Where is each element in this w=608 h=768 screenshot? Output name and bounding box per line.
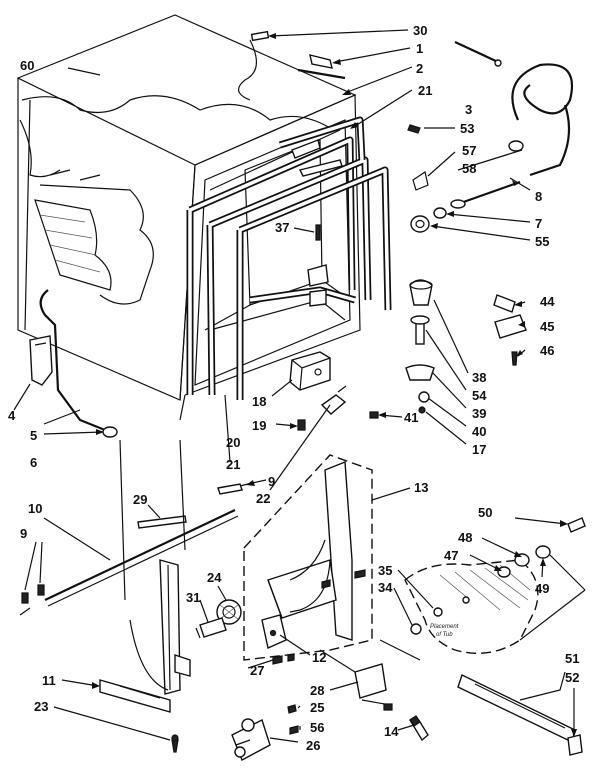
callout-45: 45 — [540, 319, 554, 334]
callout-7: 7 — [535, 216, 542, 231]
callout-49: 49 — [535, 581, 549, 596]
callout-31: 31 — [186, 590, 200, 605]
callout-23: 23 — [34, 699, 48, 714]
tub-note-line1: Placement — [430, 624, 459, 630]
detergent-parts — [289, 351, 347, 431]
callout-4: 4 — [8, 408, 16, 423]
tub-placement-parts: Placement of Tub — [404, 517, 586, 756]
lower-parts — [195, 599, 429, 761]
callout-35: 35 — [378, 563, 392, 578]
callout-53: 53 — [460, 121, 474, 136]
tub-note-line2: of Tub — [436, 632, 453, 638]
callout-21-lower: 21 — [226, 457, 240, 472]
fill-hose — [450, 41, 574, 209]
door-arm-assembly — [21, 439, 249, 753]
callout-6: 6 — [30, 455, 37, 470]
callout-60: 60 — [20, 58, 34, 73]
callout-57: 57 — [462, 143, 476, 158]
door-gasket-frame — [186, 116, 392, 400]
callout-20: 20 — [226, 435, 240, 450]
callout-46: 46 — [540, 343, 554, 358]
callout-44: 44 — [540, 294, 555, 309]
callout-55: 55 — [535, 234, 549, 249]
drain-hose-left — [29, 289, 118, 438]
callout-9-lower: 9 — [20, 526, 27, 541]
callout-40: 40 — [472, 424, 486, 439]
callout-56: 56 — [310, 720, 324, 735]
callout-50: 50 — [478, 505, 492, 520]
callout-25: 25 — [310, 700, 324, 715]
callout-54: 54 — [472, 388, 487, 403]
callout-13: 13 — [414, 480, 428, 495]
callout-51: 51 — [565, 651, 579, 666]
callout-5: 5 — [30, 428, 37, 443]
vent-parts — [250, 30, 346, 177]
callout-28: 28 — [310, 683, 324, 698]
callout-3: 3 — [465, 102, 472, 117]
callout-10: 10 — [28, 501, 42, 516]
callout-30: 30 — [413, 23, 427, 38]
callout-labels: 30 1 2 21 53 3 60 57 58 8 7 55 37 44 45 … — [8, 23, 579, 753]
callout-11: 11 — [42, 673, 56, 688]
callout-19: 19 — [252, 418, 266, 433]
callout-27: 27 — [250, 663, 264, 678]
callout-29: 29 — [133, 492, 147, 507]
callout-18: 18 — [252, 394, 266, 409]
callout-41: 41 — [404, 410, 418, 425]
pump-assembly-group — [243, 454, 373, 665]
leader-lines — [13, 29, 577, 743]
callout-2: 2 — [416, 61, 423, 76]
callout-39: 39 — [472, 406, 486, 421]
right-side-parts — [307, 124, 527, 419]
callout-22: 22 — [256, 491, 270, 506]
callout-8: 8 — [535, 189, 542, 204]
callout-1: 1 — [416, 41, 423, 56]
callout-14: 14 — [384, 724, 399, 739]
callout-47: 47 — [444, 548, 458, 563]
callout-12: 12 — [312, 650, 326, 665]
callout-24: 24 — [207, 570, 222, 585]
callout-37: 37 — [275, 220, 289, 235]
callout-17: 17 — [472, 442, 486, 457]
callout-38: 38 — [472, 370, 486, 385]
callout-34: 34 — [378, 580, 393, 595]
callout-52: 52 — [565, 670, 579, 685]
callout-58: 58 — [462, 161, 476, 176]
callout-21: 21 — [418, 83, 432, 98]
callout-9: 9 — [268, 474, 275, 489]
callout-48: 48 — [458, 530, 472, 545]
callout-26: 26 — [306, 738, 320, 753]
